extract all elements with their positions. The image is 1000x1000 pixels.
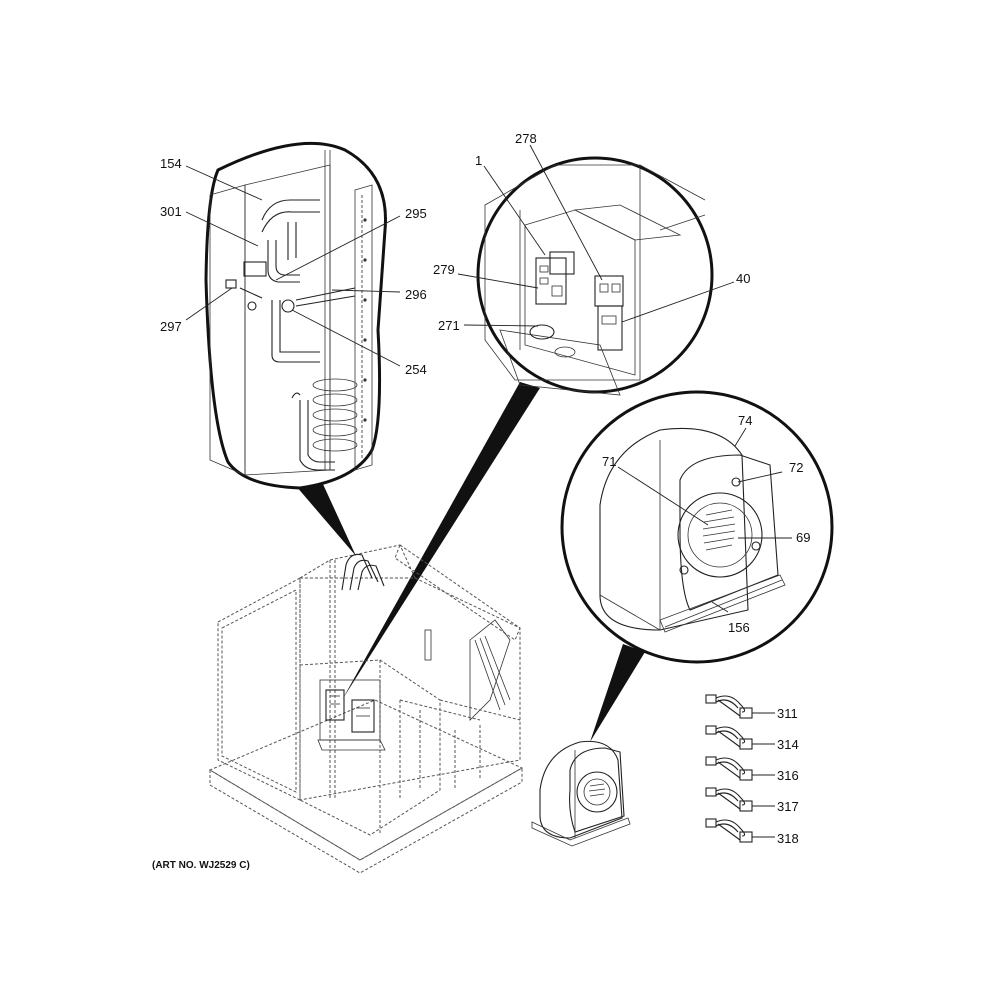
wire-harness-318 <box>705 818 775 843</box>
callout-154: 154 <box>160 156 182 171</box>
callout-71: 71 <box>602 454 616 469</box>
wire-harness-314 <box>705 725 775 750</box>
callout-314: 314 <box>777 737 799 752</box>
detail-refrigerant-piping <box>185 141 401 490</box>
wire-harness-311 <box>705 694 775 719</box>
callout-296: 296 <box>405 287 427 302</box>
callout-317: 317 <box>777 799 799 814</box>
callout-295: 295 <box>405 206 427 221</box>
wire-harness-group <box>705 694 775 843</box>
detail-control-box <box>457 144 735 396</box>
callout-156: 156 <box>728 620 750 635</box>
callout-40: 40 <box>736 271 750 286</box>
callout-69: 69 <box>796 530 810 545</box>
blower-assembly-small <box>531 740 631 847</box>
main-unit-assembly <box>208 544 524 874</box>
callout-318: 318 <box>777 831 799 846</box>
callout-1: 1 <box>475 153 482 168</box>
callout-72: 72 <box>789 460 803 475</box>
detail-pointer-blower <box>590 644 645 742</box>
callout-254: 254 <box>405 362 427 377</box>
callout-316: 316 <box>777 768 799 783</box>
callout-74: 74 <box>738 413 752 428</box>
callout-297: 297 <box>160 319 182 334</box>
callout-278: 278 <box>515 131 537 146</box>
callout-301: 301 <box>160 204 182 219</box>
callout-271: 271 <box>438 318 460 333</box>
detail-pointer-refrigerant <box>296 482 356 556</box>
callout-279: 279 <box>433 262 455 277</box>
callout-311: 311 <box>777 706 798 721</box>
motor-grill <box>702 509 736 551</box>
wire-harness-316 <box>705 756 775 781</box>
detail-blower-motor <box>560 390 834 664</box>
detail-pointer-controls <box>342 382 540 700</box>
wire-harness-317 <box>705 787 775 812</box>
art-number: (ART NO. WJ2529 C) <box>152 860 250 871</box>
callout-labels: 154 301 295 296 297 254 1 278 279 40 271… <box>160 131 810 846</box>
